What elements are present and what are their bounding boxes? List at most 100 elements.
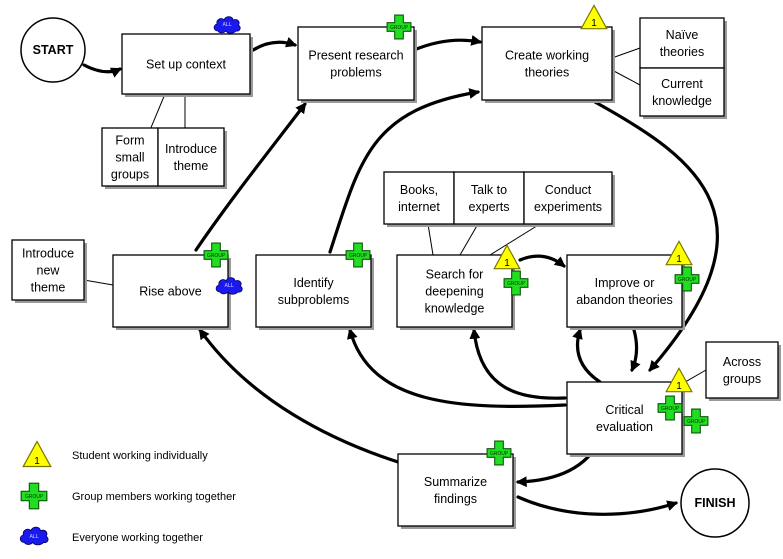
box-create-working-theories-label: theories — [525, 66, 569, 80]
cross-icon: GROUP — [203, 242, 229, 268]
box-current-knowledge-label: Current — [661, 77, 703, 91]
box-across-groups-label: groups — [723, 372, 761, 386]
box-critical-evaluation-label: evaluation — [596, 420, 653, 434]
box-current-knowledge-label: knowledge — [652, 94, 712, 108]
box-form-small-groups: Form small groups — [101, 127, 161, 189]
box-set-up-context: Set up context — [121, 33, 253, 97]
box-search-deepening-knowledge: Search for deepening knowledge — [396, 254, 515, 330]
cross-icon: GROUP — [503, 270, 529, 296]
cross-icon: GROUP — [657, 395, 683, 421]
svg-text:1: 1 — [34, 456, 40, 467]
triangle-icon: 1 — [665, 240, 693, 266]
box-search-deepening-knowledge-label: Search for — [426, 268, 484, 282]
box-identify-subproblems-label: subproblems — [278, 293, 350, 307]
box-introduce-new-theme: Introduce new theme — [11, 239, 87, 303]
finish-node: FINISH — [680, 468, 750, 538]
box-identify-subproblems-label: Identify — [293, 276, 334, 290]
legend-group: GROUP Group members working together — [20, 482, 236, 510]
flow-arrows — [82, 35, 719, 516]
cloud-icon: ALL — [213, 16, 241, 34]
svg-text:GROUP: GROUP — [349, 253, 367, 259]
svg-text:1: 1 — [676, 381, 682, 392]
box-form-small-groups-label: Form — [115, 134, 144, 148]
box-books-internet: Books, internet — [383, 171, 457, 227]
box-critical-evaluation-label: Critical — [605, 403, 643, 417]
box-introduce-new-theme-label: Introduce — [22, 247, 74, 261]
box-conduct-experiments-label: experiments — [534, 200, 602, 214]
box-naive-theories-label: theories — [660, 45, 704, 59]
box-search-deepening-knowledge-label: knowledge — [425, 302, 485, 316]
box-conduct-experiments: Conduct experiments — [523, 171, 615, 227]
box-summarize-findings-label: findings — [434, 492, 477, 506]
box-improve-or-abandon-theories-label: abandon theories — [576, 293, 673, 307]
svg-text:GROUP: GROUP — [207, 253, 225, 259]
svg-text:ALL: ALL — [225, 283, 234, 289]
box-introduce-theme: Introduce theme — [157, 127, 227, 189]
svg-text:Group members working together: Group members working together — [72, 491, 236, 503]
box-summarize-findings-label: Summarize — [424, 475, 487, 489]
cross-icon: GROUP — [683, 408, 709, 434]
box-search-deepening-knowledge-label: deepening — [425, 285, 483, 299]
svg-text:GROUP: GROUP — [661, 406, 679, 412]
start-node: START — [20, 17, 86, 83]
box-set-up-context-label: Set up context — [146, 58, 226, 72]
box-form-small-groups-label: small — [115, 151, 144, 165]
box-conduct-experiments-label: Conduct — [545, 183, 592, 197]
svg-text:GROUP: GROUP — [507, 281, 525, 287]
box-introduce-theme-label: Introduce — [165, 142, 217, 156]
box-books-internet-label: internet — [398, 200, 440, 214]
cross-icon: GROUP — [674, 266, 700, 292]
box-rise-above-label: Rise above — [139, 285, 202, 299]
box-talk-to-experts-label: Talk to — [471, 183, 507, 197]
legend-individual: 1 Student working individually — [22, 440, 208, 468]
box-books-internet-label: Books, — [400, 183, 438, 197]
triangle-icon: 1 — [580, 4, 608, 30]
box-talk-to-experts-label: experts — [469, 200, 510, 214]
svg-text:GROUP: GROUP — [678, 277, 696, 283]
box-summarize-findings: Summarize findings — [397, 453, 516, 529]
box-present-research-problems: Present research problems — [297, 26, 417, 103]
box-naive-theories: Naïve theories — [639, 17, 727, 71]
cross-icon: GROUP — [345, 242, 371, 268]
svg-text:GROUP: GROUP — [25, 494, 43, 500]
svg-text:1: 1 — [676, 254, 682, 265]
svg-text:ALL: ALL — [30, 534, 39, 540]
svg-text:Everyone working together: Everyone working together — [72, 532, 203, 544]
box-improve-or-abandon-theories-label: Improve or — [595, 276, 655, 290]
cross-icon: GROUP — [386, 14, 412, 40]
box-introduce-new-theme-label: new — [37, 264, 61, 278]
box-present-research-problems-label: problems — [330, 66, 381, 80]
box-current-knowledge: Current knowledge — [639, 67, 727, 119]
svg-text:GROUP: GROUP — [390, 25, 408, 31]
box-critical-evaluation: Critical evaluation — [566, 381, 685, 457]
box-improve-or-abandon-theories: Improve or abandon theories — [566, 254, 685, 330]
box-present-research-problems-label: Present research — [308, 49, 403, 63]
box-introduce-theme-label: theme — [174, 159, 209, 173]
legend: 1 Student working individually GROUP Gro… — [19, 440, 236, 546]
svg-text:FINISH: FINISH — [695, 496, 736, 510]
box-across-groups: Across groups — [705, 341, 781, 401]
box-rise-above: Rise above — [112, 254, 231, 330]
triangle-icon: 1 — [665, 367, 693, 393]
box-identify-subproblems: Identify subproblems — [255, 254, 374, 330]
box-create-working-theories: Create working theories — [481, 26, 615, 103]
thin-connectors — [83, 47, 707, 386]
box-naive-theories-label: Naïve — [666, 28, 699, 42]
box-create-working-theories-label: Create working — [505, 49, 589, 63]
legend-everyone: ALL Everyone working together — [19, 526, 203, 546]
svg-text:ALL: ALL — [223, 22, 232, 28]
svg-text:START: START — [33, 43, 74, 57]
svg-text:1: 1 — [591, 18, 597, 29]
svg-text:1: 1 — [504, 258, 510, 269]
cloud-icon: ALL — [215, 277, 243, 295]
box-form-small-groups-label: groups — [111, 168, 149, 182]
box-talk-to-experts: Talk to experts — [453, 171, 527, 227]
triangle-icon: 1 — [493, 244, 521, 270]
svg-text:GROUP: GROUP — [490, 451, 508, 457]
box-introduce-new-theme-label: theme — [31, 281, 66, 295]
svg-text:Student working individually: Student working individually — [72, 450, 208, 462]
svg-text:GROUP: GROUP — [687, 419, 705, 425]
cross-icon: GROUP — [486, 440, 512, 466]
box-across-groups-label: Across — [723, 355, 761, 369]
